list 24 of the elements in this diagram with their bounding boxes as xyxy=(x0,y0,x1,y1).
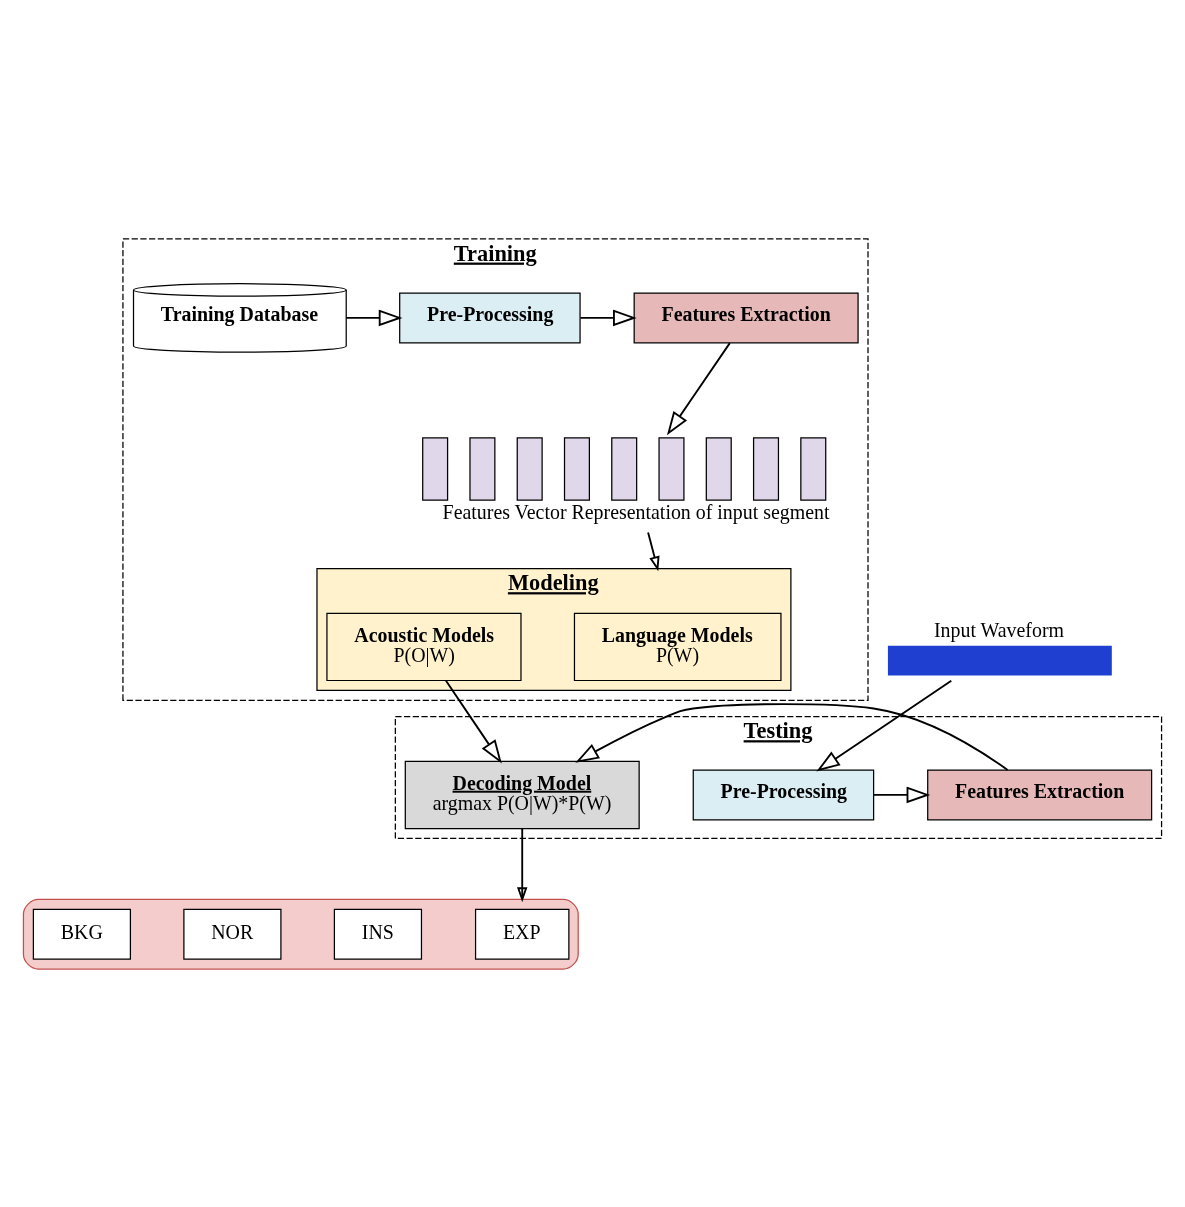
node-box: INS xyxy=(333,908,423,960)
arrow xyxy=(445,679,502,763)
node-label: Features Vector Representation of input segment xyxy=(442,500,830,523)
node-box: Features Extraction xyxy=(927,768,1153,820)
arrow xyxy=(575,702,1009,771)
arrow xyxy=(873,786,931,803)
arrow xyxy=(579,309,637,326)
arrow xyxy=(647,531,660,571)
node-box: Pre-Processing xyxy=(399,291,581,343)
node-box: Decoding Model argmax P(O|W)*P(W) xyxy=(404,760,640,829)
node-label: Input Waveform xyxy=(933,618,1064,641)
arrow xyxy=(666,341,731,435)
node-box: Features Extraction xyxy=(633,291,859,343)
cluster xyxy=(22,898,579,970)
arrow xyxy=(816,679,953,772)
arrow xyxy=(517,827,528,902)
node-box: Pre-Processing xyxy=(692,768,875,820)
node-box: EXP xyxy=(474,908,570,960)
node-box: BKG xyxy=(32,908,132,960)
node-box: Acoustic Models P(O|W) xyxy=(326,612,522,681)
node-box: NOR xyxy=(183,908,282,960)
node-box xyxy=(887,645,1112,675)
arrow xyxy=(345,309,403,326)
node-box: Language Models P(W) xyxy=(573,612,782,681)
